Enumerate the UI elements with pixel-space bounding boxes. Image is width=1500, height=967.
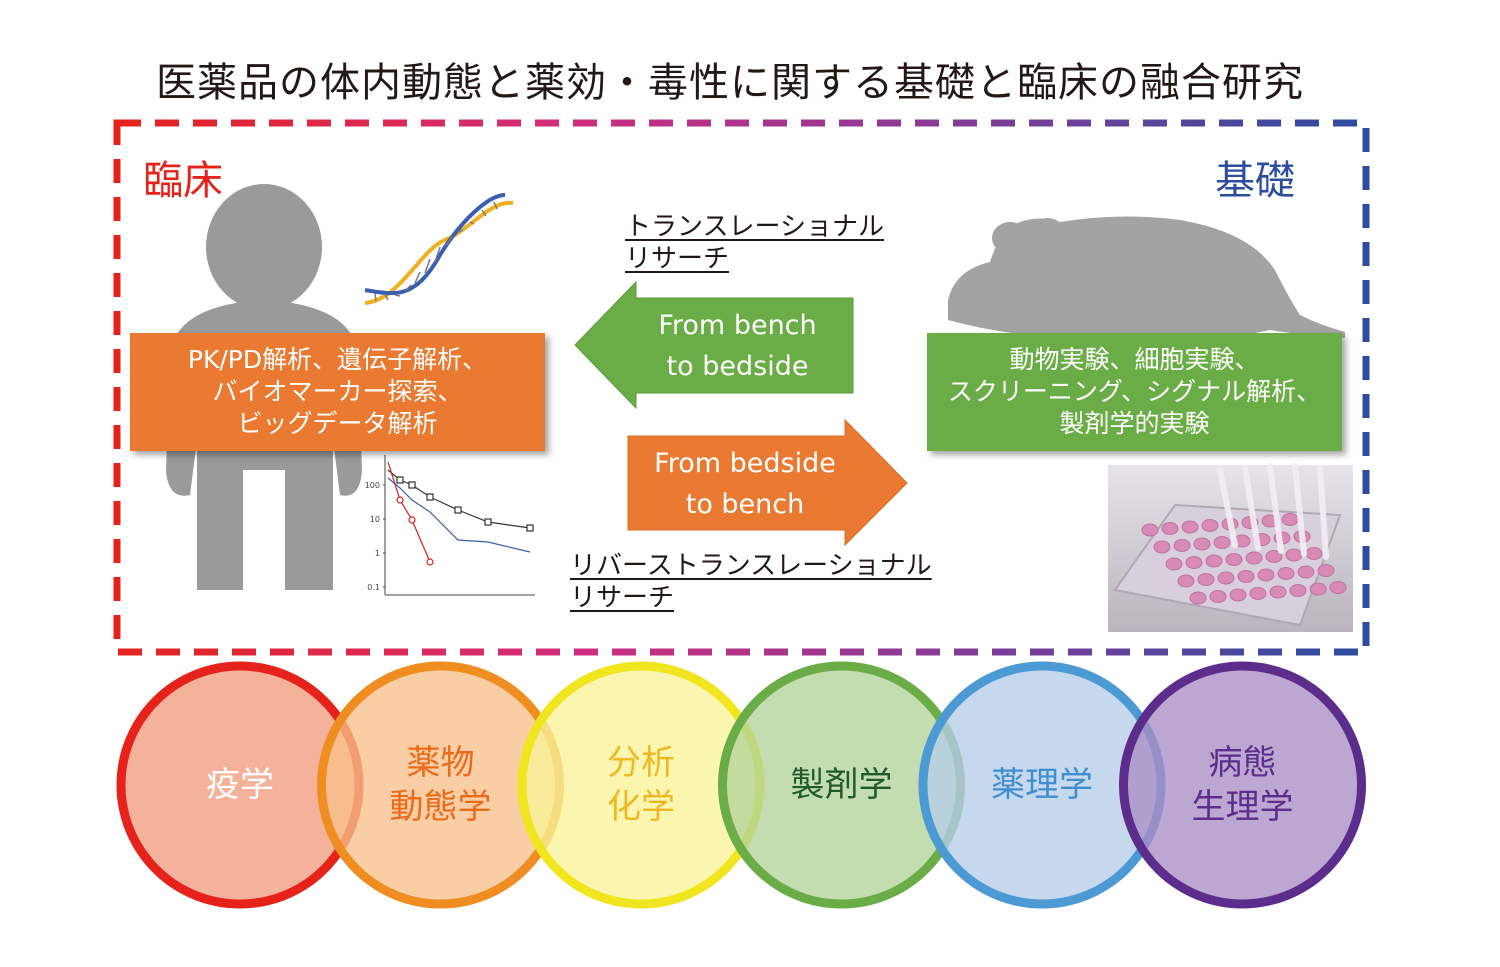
well <box>1193 537 1211 551</box>
well <box>1217 571 1235 585</box>
well <box>1197 573 1215 586</box>
circle-label-analytical-chemistry-line-1: 分析 <box>607 743 675 783</box>
well <box>1181 520 1199 534</box>
circle-label-pharmacokinetics-line-2: 動態学 <box>389 787 492 827</box>
circle-label-epidemiology: 疫学 <box>140 763 340 807</box>
well <box>1229 588 1247 602</box>
bench-to-bedside-arrow <box>574 280 854 410</box>
well <box>1189 591 1207 605</box>
clinical-box-line-2: バイオマーカー探索、 <box>212 377 463 406</box>
translational-line-1: トランスレーショナル <box>625 212 884 242</box>
dna-helix-icon <box>364 193 514 305</box>
well <box>1141 523 1159 537</box>
well <box>1209 590 1227 603</box>
well <box>1329 581 1347 594</box>
well <box>1269 585 1287 599</box>
main-title: 医薬品の体内動態と薬効・毒性に関する基礎と臨床の融合研究 <box>156 60 1304 106</box>
chart-tick-1: 1 <box>375 549 380 558</box>
circle-label-analytical-chemistry-line-2: 化学 <box>607 787 675 827</box>
reverse-translational-line-1: リバーストランスレーショナル <box>570 551 932 581</box>
circle-label-pharmacology: 薬理学 <box>942 763 1142 807</box>
well <box>1281 513 1299 526</box>
bedside-to-bench-label: From bedside to bench <box>635 443 855 525</box>
circle-pathophysiology <box>1119 661 1366 909</box>
well <box>1173 539 1191 552</box>
well <box>1309 582 1327 596</box>
clinical-box-line-1: PK/PD解析、遺伝子解析、 <box>187 345 488 374</box>
well <box>1205 554 1223 568</box>
discipline-circles <box>116 661 1366 909</box>
circle-label-pathophysiology: 病態生理学 <box>1143 741 1343 829</box>
reverse-translational-research-label: リバーストランスレーショナル リサーチ <box>570 550 932 614</box>
well <box>1277 567 1295 580</box>
well <box>1297 565 1315 579</box>
reverse-translational-line-2: リサーチ <box>570 583 675 613</box>
well <box>1317 564 1335 577</box>
well <box>1153 540 1171 554</box>
well <box>1265 550 1283 563</box>
well <box>1185 556 1203 569</box>
circle-label-epidemiology-line-1: 疫学 <box>206 765 274 805</box>
well <box>1201 519 1219 532</box>
pk-chart: 100 10 1 0.1 <box>365 455 535 596</box>
well-plate-photo <box>1108 463 1353 632</box>
bedside-to-bench-arrow <box>627 418 908 547</box>
clinical-box-line-3: ビッグデータ解析 <box>237 409 438 438</box>
circle-label-pharmacology-line-1: 薬理学 <box>991 765 1093 805</box>
well <box>1257 568 1275 582</box>
dashed-frame <box>113 119 1370 656</box>
basic-methods-box: 動物実験、細胞実験、 スクリーニング、シグナル解析、 製剤学的実験 <box>927 333 1342 451</box>
circle-label-pharmaceutics: 製剤学 <box>742 763 942 807</box>
chart-tick-0-1: 0.1 <box>367 583 380 592</box>
basic-box-line-3: 製剤学的実験 <box>1059 409 1210 438</box>
clinical-methods-box: PK/PD解析、遺伝子解析、 バイオマーカー探索、 ビッグデータ解析 <box>130 333 545 451</box>
basic-box-line-1: 動物実験、細胞実験、 <box>1009 345 1260 374</box>
chart-series-red <box>387 461 431 563</box>
well <box>1289 584 1307 597</box>
basic-box-line-2: スクリーニング、シグナル解析、 <box>947 377 1322 406</box>
basic-label: 基礎 <box>1215 158 1295 204</box>
circle-label-pharmacokinetics: 薬物動態学 <box>341 741 541 829</box>
bedside-to-bench-line-1: From bedside <box>654 448 836 479</box>
bench-to-bedside-line-1: From bench <box>658 310 817 341</box>
well <box>1225 553 1243 566</box>
bench-to-bedside-label: From bench to bedside <box>635 305 840 387</box>
circle-label-pathophysiology-line-2: 生理学 <box>1191 787 1294 827</box>
well <box>1249 587 1267 600</box>
well <box>1237 570 1255 583</box>
mouse-silhouette-icon <box>948 216 1345 342</box>
well <box>1285 548 1303 562</box>
bedside-to-bench-line-2: to bench <box>685 489 805 520</box>
chart-tick-10: 10 <box>370 515 380 524</box>
well <box>1305 547 1323 560</box>
bench-to-bedside-line-2: to bedside <box>666 351 809 382</box>
circle-label-pathophysiology-line-1: 病態 <box>1208 743 1277 783</box>
circle-label-pharmaceutics-line-1: 製剤学 <box>790 765 893 805</box>
well <box>1165 557 1183 571</box>
circle-label-pharmacokinetics-line-1: 薬物 <box>406 743 475 783</box>
well <box>1213 536 1231 549</box>
circle-label-analytical-chemistry: 分析化学 <box>541 741 741 829</box>
well <box>1161 522 1179 535</box>
clinical-label: 臨床 <box>143 158 223 204</box>
well <box>1177 574 1195 588</box>
translational-research-label: トランスレーショナル リサーチ <box>625 211 884 275</box>
chart-series-blue <box>387 477 531 553</box>
well <box>1245 551 1263 565</box>
chart-tick-100: 100 <box>365 481 380 490</box>
translational-line-2: リサーチ <box>625 244 730 274</box>
